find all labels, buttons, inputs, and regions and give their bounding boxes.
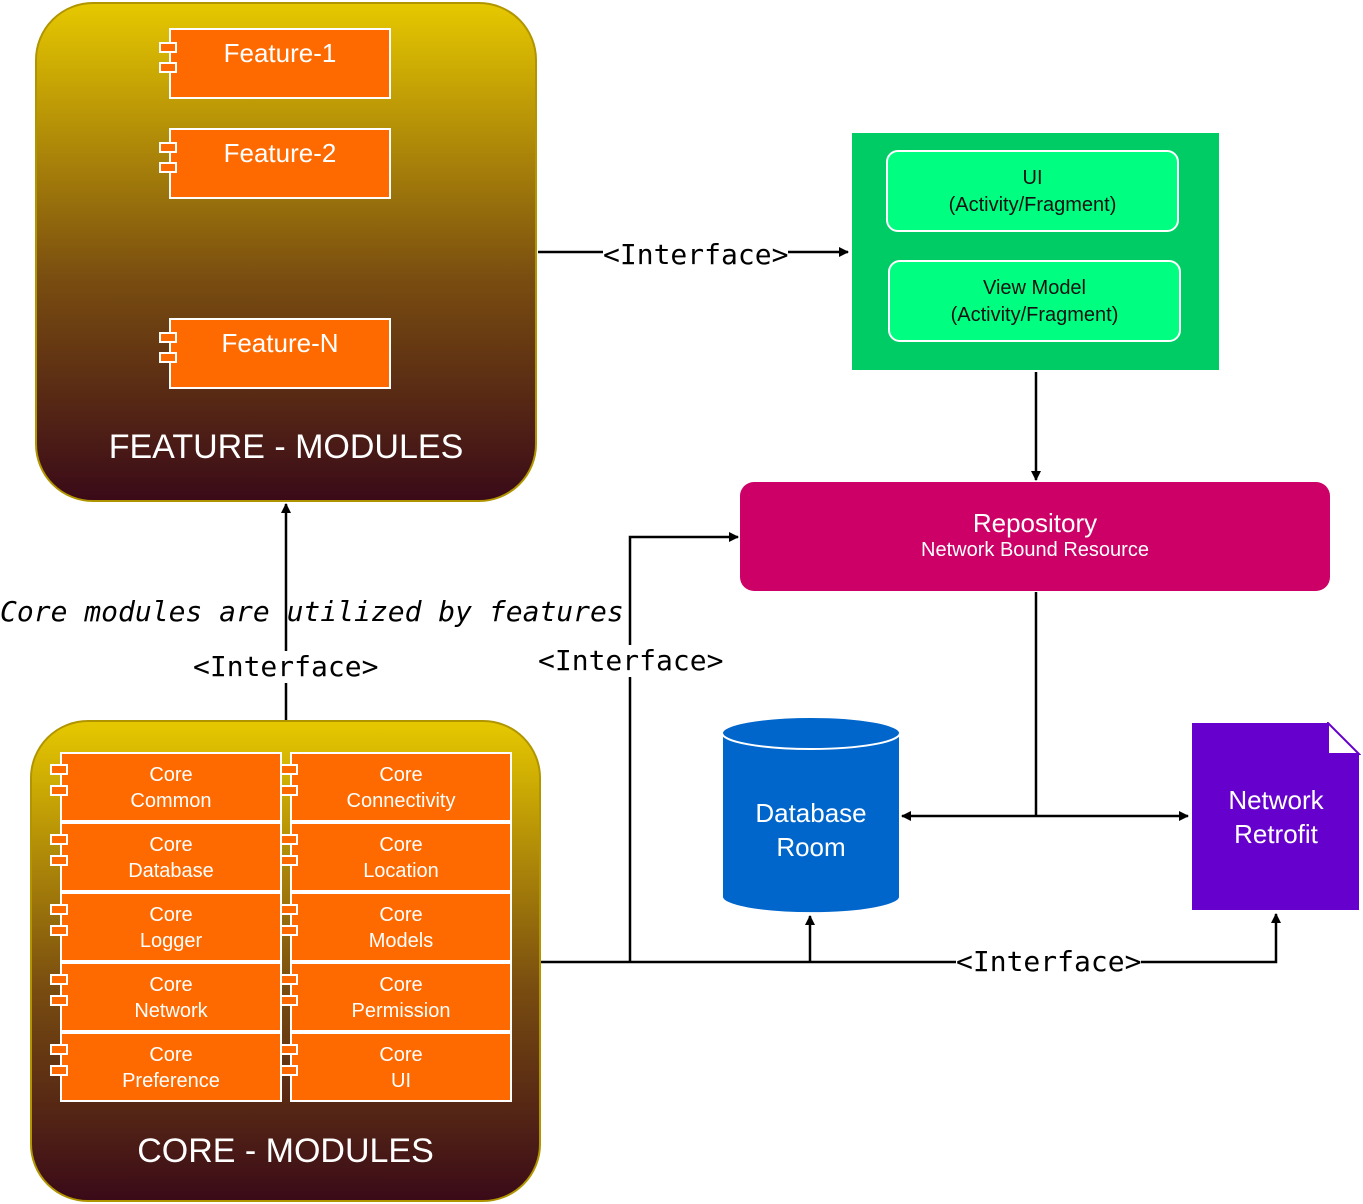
feature-2-label: Feature-2 xyxy=(223,138,337,168)
feature-1-module[interactable]: Feature-1 xyxy=(159,28,391,99)
component-tab-icon xyxy=(50,904,68,915)
interface-label-core-network: <Interface> xyxy=(956,945,1142,978)
feature-n-module[interactable]: Feature-N xyxy=(159,318,391,389)
component-tab-icon xyxy=(50,1044,68,1055)
component-tab-icon xyxy=(280,1065,298,1076)
interface-label-core-feature: <Interface> xyxy=(193,650,379,683)
feature-2-module[interactable]: Feature-2 xyxy=(159,128,391,199)
interface-label-core-repository: <Interface> xyxy=(538,644,724,677)
component-tab-icon xyxy=(50,925,68,936)
arrow-core-to-repository xyxy=(628,532,739,962)
repository-box[interactable]: Repository Network Bound Resource xyxy=(740,482,1330,591)
component-tab-icon xyxy=(280,855,298,866)
feature-modules-title: FEATURE - MODULES xyxy=(108,428,464,466)
feature-1-label: Feature-1 xyxy=(223,38,337,68)
component-tab-icon xyxy=(159,162,177,173)
core-usage-caption: Core modules are utilized by features xyxy=(0,595,624,628)
component-tab-icon xyxy=(280,764,298,775)
line-core-bus xyxy=(540,913,1281,964)
database-cylinder-icon[interactable] xyxy=(720,715,902,917)
component-tab-icon xyxy=(50,995,68,1006)
component-tab-icon xyxy=(280,925,298,936)
component-tab-icon xyxy=(159,332,177,343)
component-tab-icon xyxy=(280,834,298,845)
repository-title: Repository xyxy=(972,508,1098,538)
component-tab-icon xyxy=(280,974,298,985)
component-tab-icon xyxy=(50,855,68,866)
repository-subtitle: Network Bound Resource xyxy=(921,539,1149,561)
component-tab-icon xyxy=(50,974,68,985)
component-tab-icon xyxy=(50,764,68,775)
feature-n-label: Feature-N xyxy=(221,328,339,358)
component-tab-icon xyxy=(50,1065,68,1076)
component-tab-icon xyxy=(159,42,177,53)
core-modules-title: CORE - MODULES xyxy=(137,1132,434,1170)
network-document-icon[interactable] xyxy=(1191,722,1361,912)
component-tab-icon xyxy=(159,352,177,363)
component-tab-icon xyxy=(280,785,298,796)
component-tab-icon xyxy=(50,785,68,796)
component-tab-icon xyxy=(159,142,177,153)
component-tab-icon xyxy=(280,904,298,915)
component-tab-icon xyxy=(280,995,298,1006)
ui-activity-fragment-box[interactable]: UI(Activity/Fragment) xyxy=(886,150,1179,232)
view-model-box[interactable]: View Model(Activity/Fragment) xyxy=(888,260,1181,342)
component-tab-icon xyxy=(50,834,68,845)
interface-label-feature-ui: <Interface> xyxy=(603,238,789,271)
component-tab-icon xyxy=(159,62,177,73)
component-tab-icon xyxy=(280,1044,298,1055)
